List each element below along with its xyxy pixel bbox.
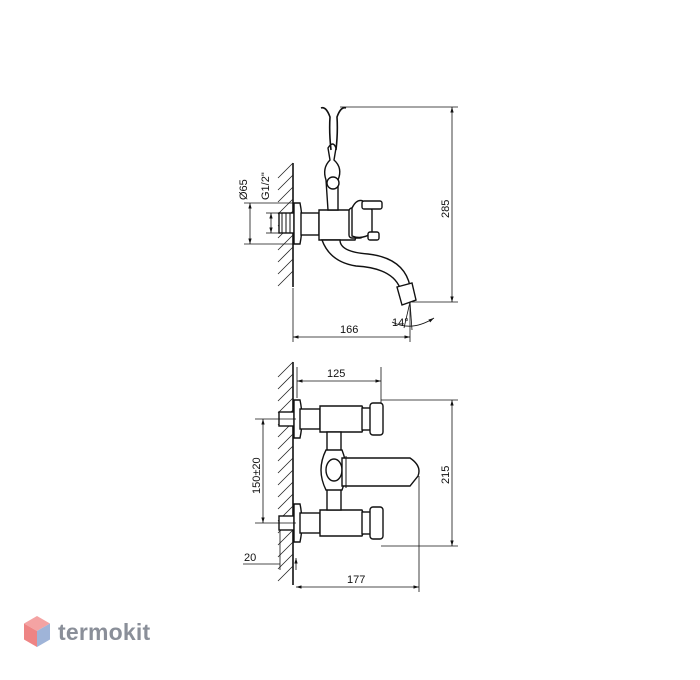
shower-holder-ball: [326, 176, 340, 190]
brand-name: termokit: [58, 618, 151, 645]
top-width-label: 125: [327, 368, 345, 380]
side-view: Ø65 G1/2" 285 166 14°: [238, 106, 458, 342]
brand-logo: termokit: [22, 614, 150, 650]
total-width-label: 177: [347, 574, 365, 586]
shower-fork-left: [320, 106, 332, 151]
angle-arc: [391, 317, 435, 327]
shower-fork-right: [335, 106, 347, 151]
top-connector: [299, 408, 321, 430]
thread-label: G1/2": [260, 172, 272, 200]
bottom-connector: [299, 512, 321, 534]
side-connector: [300, 212, 320, 236]
front-height-label: 215: [440, 466, 452, 484]
angle-label: 14°: [392, 317, 409, 329]
logo-cube-icon: [24, 616, 50, 647]
center-distance-label: 150±20: [251, 457, 263, 494]
side-height-label: 285: [440, 200, 452, 218]
side-length-label: 166: [340, 324, 358, 336]
front-wall-hatch: [277, 361, 294, 582]
side-spout: [321, 239, 411, 289]
offset-label: 20: [244, 552, 256, 564]
bottom-cross-handle: [369, 506, 384, 540]
bottom-valve-body: [319, 509, 366, 537]
front-view: 125 150±20 215 20 177: [243, 361, 458, 592]
spout-tip: [396, 282, 417, 306]
diameter-label: Ø65: [238, 179, 250, 200]
diverter-knob: [325, 458, 343, 482]
front-spout: [341, 457, 420, 487]
top-valve-body: [319, 405, 366, 433]
top-cross-handle: [369, 402, 384, 436]
